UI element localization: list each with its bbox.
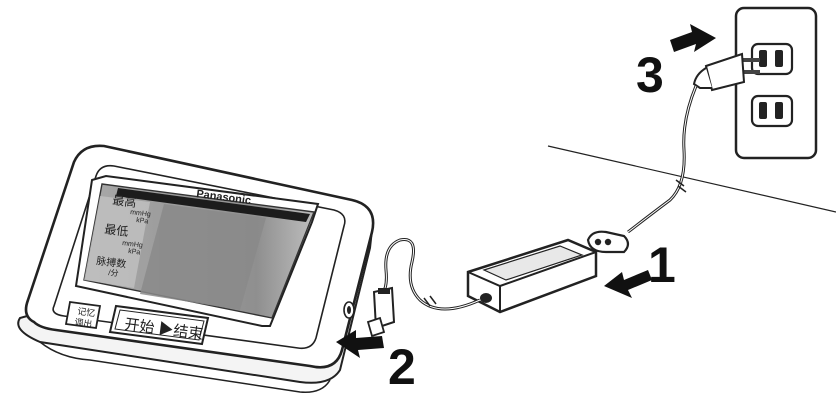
memory-button[interactable]: 记忆 调出	[64, 300, 102, 329]
power-plug	[692, 52, 760, 92]
pulse-unit: /分	[108, 268, 119, 278]
arrow-step-3	[670, 24, 716, 52]
dc-plug	[366, 286, 396, 338]
diastolic-label: 最低	[104, 222, 130, 239]
wall-outlet	[734, 6, 818, 160]
arrow-step-1	[604, 270, 652, 298]
plug-cord	[627, 85, 698, 234]
kpa-unit-1: kPa	[136, 217, 149, 225]
mmhg-unit-1: mmHg	[130, 209, 151, 218]
step-number-2: 2	[388, 339, 416, 394]
kpa-unit-2: kPa	[128, 248, 141, 256]
floor-line	[547, 145, 836, 213]
step-number-3: 3	[636, 47, 664, 103]
ac-connector	[586, 230, 630, 254]
start-stop-button[interactable]: 开始 ▶结束	[108, 304, 210, 346]
pulse-label: 脉搏数	[96, 254, 127, 271]
systolic-label: 最高	[112, 192, 138, 210]
memory-button-label-line2: 调出	[74, 316, 93, 329]
mmhg-unit-2: mmHg	[122, 240, 143, 249]
step-number-1: 1	[648, 237, 676, 293]
ac-adapter	[466, 238, 598, 314]
memory-button-label-line1: 记忆	[77, 305, 96, 318]
dc-cord	[378, 237, 481, 311]
arrow-step-2	[336, 330, 384, 358]
